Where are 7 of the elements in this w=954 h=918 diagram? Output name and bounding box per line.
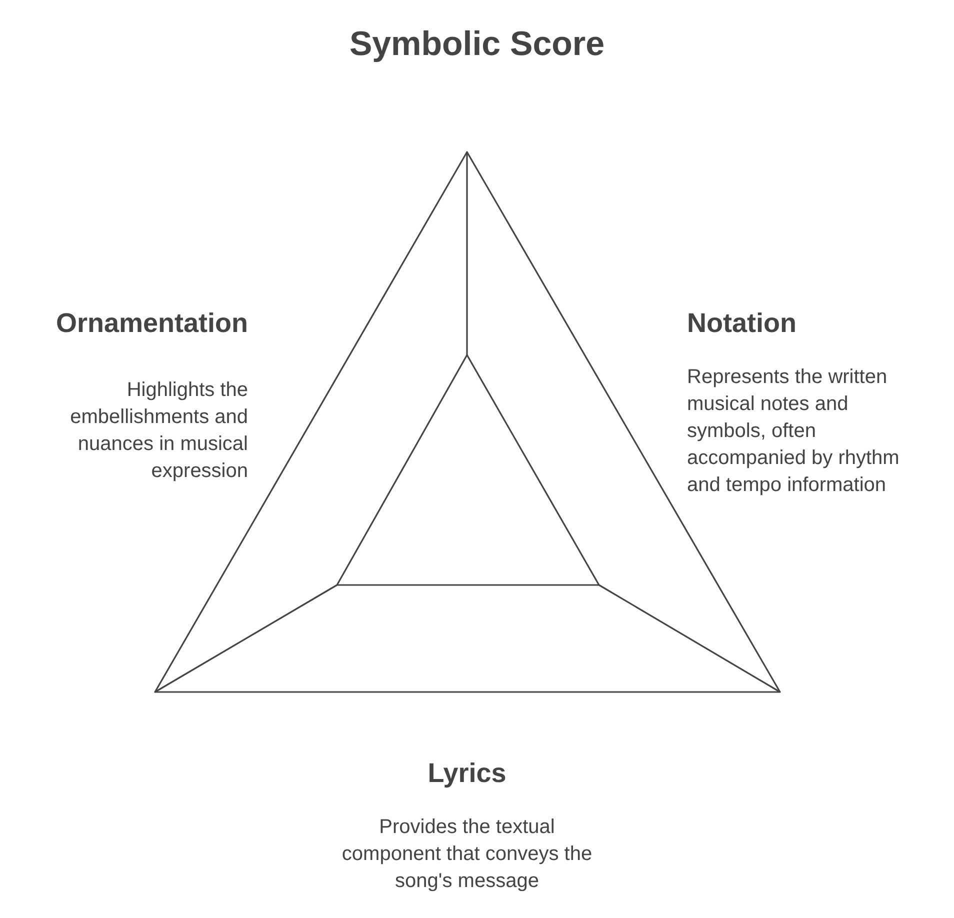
section-heading: Lyrics <box>426 757 508 789</box>
description-text: Represents the written musical notes and symbols, often accompanied by rhythm and tempo information <box>687 365 900 498</box>
section-heading: Ornamentation <box>56 307 248 339</box>
section-heading: Notation <box>687 307 796 339</box>
description-text: Provides the textual component that conveys the song's message <box>340 815 594 894</box>
description-text: Highlights the embellishments and nuances in musical expression <box>69 378 248 484</box>
diagram-title: Symbolic Score <box>348 24 606 64</box>
